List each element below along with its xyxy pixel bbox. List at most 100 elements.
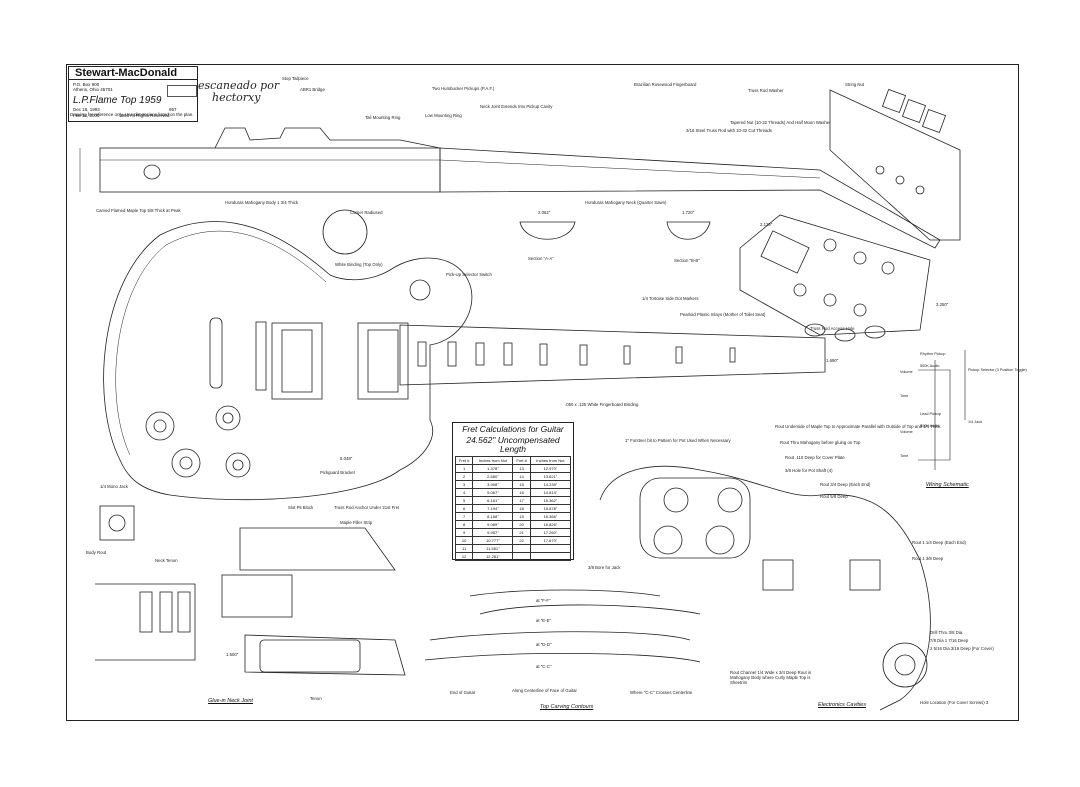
- label-body-rout: Body Rout: [86, 550, 107, 555]
- label-forstner: 1" Forstner bit to Pattern for Pot Used …: [625, 438, 731, 443]
- label-mahogany-neck: Honduras Mahogany Neck (Quarter Sawn): [585, 200, 667, 205]
- dim-1-500: 1.500": [226, 652, 239, 657]
- table-cell: 15: [512, 480, 531, 489]
- table-cell: 12: [454, 552, 474, 561]
- table-cell: 5.067": [472, 488, 514, 497]
- label-bore-jack: 3/8 Bore for Jack: [588, 565, 621, 570]
- table-cell: [529, 544, 572, 553]
- caption-neck-joint: Glue-in Neck Joint: [208, 698, 253, 704]
- table-cell: 1.378": [472, 464, 514, 473]
- table-cell: 17: [512, 496, 531, 505]
- label-selector-3: Pickup Selector (3 Position Toggle): [968, 368, 1027, 372]
- table-cell: 1: [454, 464, 474, 473]
- fret-calculation-table: Fret Calculations for Guitar 24.562" Unc…: [452, 422, 574, 561]
- label-end-guitar: End of Guitar: [450, 690, 476, 695]
- label-low-ring: Low Mounting Ring: [425, 113, 462, 118]
- label-slot-block: Slot Pit Block: [288, 505, 314, 510]
- scan-line-2: hectorxy: [212, 91, 261, 104]
- label-at-ee: at "E-E": [536, 618, 551, 623]
- label-pickup-selector: Pick-Up Selector Switch: [446, 272, 492, 277]
- label-tone-1: Tone: [900, 394, 909, 398]
- table-cell: 13.621": [529, 472, 572, 481]
- dim-1-690: 1.690": [826, 358, 839, 363]
- fret-table: Fret # Inches from Nut Fret # Inches fro…: [454, 456, 572, 561]
- table-cell: 3: [454, 480, 474, 489]
- table-cell: 16.366": [529, 512, 572, 521]
- label-deep-dia: 7/8 Dia 1 7/16 Deep: [930, 638, 969, 643]
- label-inlays: Pearloid Plastic Inlays (Mother of Toile…: [680, 312, 766, 317]
- caption-top-carving: Top Carving Contours: [540, 704, 594, 710]
- drawn-date: Dec 18, 1993: [73, 107, 100, 112]
- wiring-schematic: [918, 350, 966, 470]
- table-cell: 3.908": [472, 480, 514, 489]
- caption-electronics: Electronics Cavities: [818, 702, 866, 708]
- table-cell: [529, 552, 572, 561]
- label-maple-top: Carved Flamed Maple Top 5/8 Thick at Pea…: [96, 208, 181, 213]
- fret-title-2: 24.562" Uncompensated Length: [466, 435, 560, 454]
- table-cell: 9.957": [472, 528, 514, 537]
- table-cell: 17.260": [529, 528, 572, 537]
- table-cell: 18: [512, 504, 531, 513]
- fret-header: Inches from Nut: [472, 456, 514, 465]
- section-bb: [666, 221, 711, 240]
- label-hole-pot: 3/8 Hole for Pot Shaft (4): [785, 468, 833, 473]
- table-cell: 2: [454, 472, 474, 481]
- dim-5-048: 5.048": [340, 456, 353, 461]
- table-cell: 7.194": [472, 504, 514, 513]
- label-section-aa: Section "A-A": [528, 256, 554, 261]
- label-tenon: Tenon: [310, 696, 322, 701]
- label-rout-1-1-4: Rout 1 1/4 Deep (Each End): [912, 540, 966, 545]
- label-pot-500k-1: 500K Audio: [920, 364, 940, 368]
- copyright: 1993 All Rights Reserved: [119, 113, 170, 118]
- table-cell: 10: [454, 536, 474, 545]
- label-truss-rod: 3/16 Steel Truss Rod with 10-32 Cut Thre…: [686, 128, 772, 133]
- table-cell: 8.168": [472, 512, 514, 521]
- table-cell: 13: [512, 464, 531, 473]
- table-cell: 20: [512, 520, 531, 529]
- control-knobs: [145, 279, 431, 478]
- headstock-top: [829, 88, 961, 241]
- label-volume-1: Volume: [900, 370, 913, 374]
- label-jack-short: 1/4 Jack: [968, 420, 983, 424]
- table-cell: 7: [454, 512, 474, 521]
- label-corner-radius: Corner Radiused: [350, 210, 383, 215]
- revision-date: Feb 14, 2000: [73, 113, 100, 118]
- table-cell: 19: [512, 512, 531, 521]
- label-at-ff: at "F-F": [536, 598, 551, 603]
- table-cell: 14: [512, 472, 531, 481]
- label-rout-underside: Rout Underside of Maple Top to Approxima…: [775, 424, 941, 429]
- fret-header: Inches from Nut: [529, 456, 572, 465]
- pickups: [271, 322, 409, 400]
- table-cell: 11.551": [472, 544, 514, 553]
- caption-wiring: Wiring Schematic: [926, 482, 969, 488]
- label-lead-pickup: Lead Pickup: [920, 412, 941, 416]
- table-cell: 12.970": [529, 464, 572, 473]
- label-abr-bridge: ABR1 Bridge: [300, 87, 325, 92]
- corner-detail: [322, 209, 368, 255]
- label-tapered-nut: Tapered Nut (10-32 Threads) And Half Moo…: [730, 120, 831, 125]
- label-jack: 1/4 Mono Jack: [100, 484, 128, 489]
- table-cell: [512, 552, 531, 561]
- table-cell: 15.878": [529, 504, 572, 513]
- label-neck-tenon: Neck Tenon: [155, 558, 178, 563]
- fret-header: Fret #: [454, 456, 474, 465]
- label-pot-500k-2: 500K Audio: [920, 424, 940, 428]
- label-neck-joint: Neck Joint Extends Into Pickup Cavity: [480, 104, 553, 109]
- label-rout-1-4: Rout 1 3/8 Deep: [912, 556, 944, 561]
- label-at-cc: at "C-C": [536, 664, 552, 669]
- dim-2-125: 2.125": [760, 222, 773, 227]
- address-line-2: Athens, Ohio 45701: [73, 87, 113, 92]
- neck-joint-details: [95, 505, 406, 676]
